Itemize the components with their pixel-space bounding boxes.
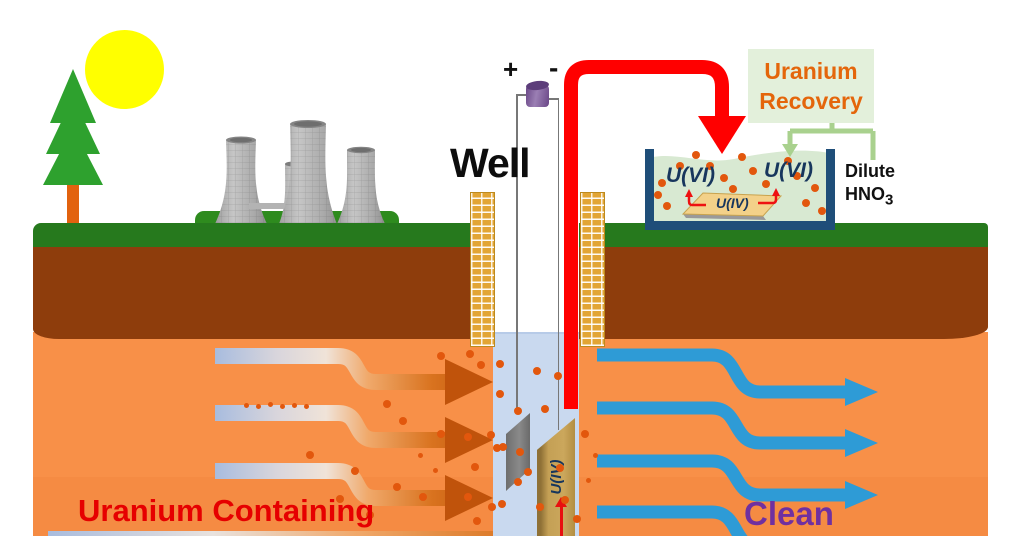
uranium-particle [738, 153, 746, 161]
uranium-recovery-line1: Uranium [764, 58, 858, 84]
battery-minus-label: - [549, 52, 559, 83]
acid-feed-arrowhead [782, 144, 798, 157]
well-shaft [493, 223, 579, 334]
uranium-particle [692, 151, 700, 159]
wire-negative-stub [548, 98, 559, 100]
uranium-particle [811, 184, 819, 192]
oxidation-arrow-right [758, 188, 780, 205]
plate-shadow [683, 214, 766, 220]
uranium-recovery-box: Uranium Recovery [748, 49, 874, 123]
clean-water-label: Clean [744, 495, 834, 532]
battery-icon [525, 79, 550, 107]
cooling-tower-left [215, 136, 267, 228]
dilute-word: Dilute [845, 161, 896, 181]
uranium-particle [720, 174, 728, 182]
uranium-particle [654, 191, 662, 199]
oxidation-arrow-left [685, 189, 706, 207]
extraction-pipe-arrowhead [698, 116, 746, 154]
wire-negative [557, 98, 559, 430]
dilute-formula-base: HNO [845, 184, 885, 204]
tank-plate-uiv-label: U(IV) [716, 195, 749, 211]
sun-icon [85, 30, 164, 109]
wire-positive-stub [516, 94, 528, 96]
tree-trunk [67, 182, 79, 224]
uranium-particle [658, 179, 666, 187]
cooling-towers-illustration [195, 120, 399, 235]
contaminated-water-label: Uranium Containing [78, 493, 375, 528]
battery-plus-label: + [503, 54, 519, 84]
uranium-particle [729, 185, 737, 193]
tank-wall-left [645, 149, 654, 230]
tree-canopy-top [50, 69, 96, 123]
dilute-hno3-label: Dilute HNO3 [845, 160, 895, 212]
well-casing-left [470, 192, 495, 347]
uranium-particle [749, 167, 757, 175]
uranium-particle [818, 207, 826, 215]
plant-walkway [249, 203, 307, 209]
electrode-uptake-shaft [559, 506, 563, 536]
tree-icon [40, 68, 110, 228]
tank-uvi-left-label: U(VI) [666, 164, 715, 187]
uranium-particle [663, 202, 671, 210]
wire-positive [516, 94, 518, 412]
dilute-formula: HNO3 [845, 183, 895, 212]
tank-wall-right [826, 149, 835, 230]
tank-uvi-right-label: U(VI) [764, 159, 813, 182]
uranium-particle [802, 199, 810, 207]
uranium-recovery-line2: Recovery [759, 88, 863, 114]
dilute-formula-subscript: 3 [885, 191, 894, 209]
well-label: Well [450, 140, 531, 186]
well-casing-right [580, 192, 605, 347]
acid-feed-bracket [782, 123, 876, 160]
battery-body [526, 85, 549, 107]
cooling-tower-right [337, 146, 385, 228]
